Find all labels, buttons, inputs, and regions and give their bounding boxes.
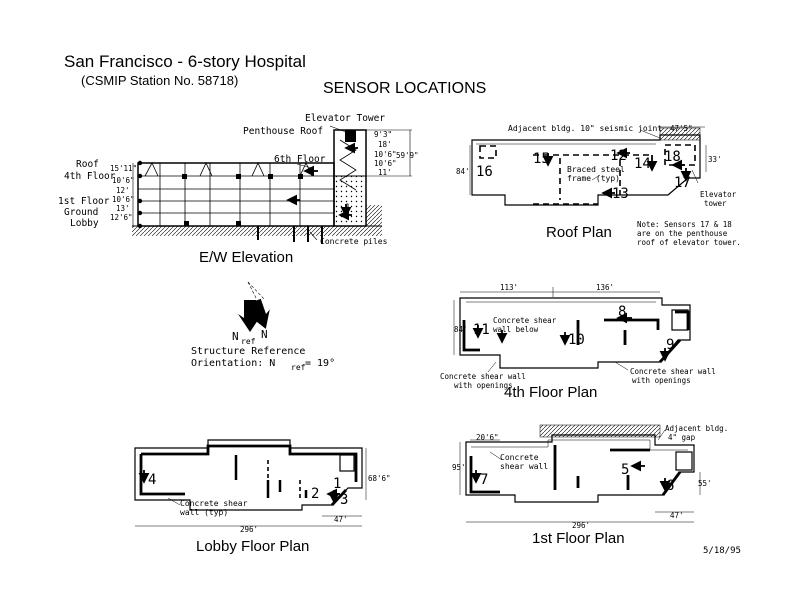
roof-plan-caption: Roof Plan xyxy=(546,224,612,241)
sensor-6: 6 xyxy=(666,478,674,494)
braced-frame-label-1: Braced steel xyxy=(567,165,625,174)
lobby-dim-bottom: 296' xyxy=(240,525,258,534)
fourth-dim-left: 84' xyxy=(454,325,468,334)
sensor-1: 1 xyxy=(333,476,341,492)
sensor-16: 16 xyxy=(476,164,493,180)
fourth-dim-113: 113' xyxy=(500,283,518,292)
lobby-shear-wall-1: Concrete shear xyxy=(180,499,248,508)
sensor-18: 18 xyxy=(664,149,681,165)
lobby-shear-wall-2: wall (typ) xyxy=(180,508,228,517)
roof-note-1: Note: Sensors 17 & 18 xyxy=(637,220,732,229)
concrete-piles-label: Concrete piles xyxy=(320,237,388,246)
roof-dim-right: 33' xyxy=(708,155,722,164)
ew-elevation: Elevator Tower Penthouse Roof 6th Floor … xyxy=(58,113,419,266)
dim-right-3: 10'6" xyxy=(374,150,397,159)
shear-wall-below-2: wall below xyxy=(493,325,539,334)
shear-wall-openings-right-1: Concrete shear wall xyxy=(630,367,716,376)
sensor-10: 10 xyxy=(568,332,585,348)
sensor-9: 9 xyxy=(666,337,674,353)
north-reference: N ref N Structure Reference Orientation:… xyxy=(191,281,335,372)
first-floor-caption: 1st Floor Plan xyxy=(532,530,625,547)
fourth-floor-caption: 4th Floor Plan xyxy=(504,384,597,401)
elevator-tower-label: Elevator Tower xyxy=(305,113,385,124)
orientation-sub: ref xyxy=(291,363,306,372)
shear-wall-openings-right-2: with openings xyxy=(632,376,691,385)
sensor-14: 14 xyxy=(634,156,651,172)
sensor-3: 3 xyxy=(340,492,348,508)
first-floor-label: 1st Floor xyxy=(58,196,110,207)
shear-wall-below-1: Concrete shear xyxy=(493,316,557,325)
dim-left-2: 10'6" xyxy=(112,176,135,185)
first-dim-small: 47' xyxy=(670,511,684,520)
lobby-floor-plan: Concrete shear wall (typ) 296' 68'6" 47'… xyxy=(134,439,391,555)
shear-wall-openings-1: Concrete shear wall xyxy=(440,372,526,381)
dim-right-5: 11' xyxy=(378,168,392,177)
sixth-floor-label: 6th Floor xyxy=(274,154,326,165)
penthouse-roof-label: Penthouse Roof xyxy=(243,126,323,137)
roof-elevator-tower-2: tower xyxy=(704,199,727,208)
fourth-floor-label: 4th Floor xyxy=(64,171,116,182)
n-ref-sub: ref xyxy=(241,337,256,346)
roof-note-3: roof of elevator tower. xyxy=(637,238,741,247)
sensor-13: 13 xyxy=(612,186,629,202)
sensor-4: 4 xyxy=(148,472,156,488)
roof-plan: Adjacent bldg. 10" seismic joint 47'5" 8… xyxy=(456,124,741,247)
dim-left-1: 15'11" xyxy=(110,164,137,173)
sensor-11: 11 xyxy=(473,322,490,338)
dim-left-3: 12' xyxy=(116,186,130,195)
first-floor-plan: Adjacent bldg. 4" gap 20'6" Concrete she… xyxy=(452,424,728,547)
date-label: 5/18/95 xyxy=(703,546,741,556)
page-title: San Francisco - 6-story Hospital xyxy=(64,52,306,71)
sensor-12: 12 xyxy=(610,148,627,164)
n-label: N xyxy=(261,328,268,341)
first-dim-right: 55' xyxy=(698,479,712,488)
sensor-2: 2 xyxy=(311,486,319,502)
adjacent-bldg-label: Adjacent bldg. xyxy=(665,424,728,433)
sensor-7: 7 xyxy=(480,472,488,488)
lobby-dim-right: 68'6" xyxy=(368,474,391,483)
sensor-5: 5 xyxy=(621,462,629,478)
seismic-joint-label: Adjacent bldg. 10" seismic joint xyxy=(508,124,662,133)
first-dim-bottom: 296' xyxy=(572,521,590,530)
roof-elevator-tower-1: Elevator xyxy=(700,190,737,199)
station-label: (CSMIP Station No. 58718) xyxy=(81,73,239,88)
first-shear-wall-2: shear wall xyxy=(500,462,548,471)
sensor-15: 15 xyxy=(533,151,550,167)
dim-left-5: 13' xyxy=(116,204,130,213)
gap-label: 4" gap xyxy=(668,433,696,442)
fourth-floor-plan: 113' 136' 84' Concrete shear wall below … xyxy=(440,283,716,401)
roof-dim-top: 47'5" xyxy=(670,124,693,133)
sensor-8: 8 xyxy=(618,304,626,320)
dim-right-2: 18' xyxy=(378,140,392,149)
braced-frame-label-2: frame (typ) xyxy=(567,174,620,183)
orientation-label-pre: Orientation: N xyxy=(191,358,275,369)
lobby-label: Lobby xyxy=(70,218,99,229)
ew-elevation-caption: E/W Elevation xyxy=(199,249,293,266)
lobby-dim-small: 47' xyxy=(334,515,348,524)
orientation-value: = 19° xyxy=(305,358,335,369)
sensor-17: 17 xyxy=(674,175,691,191)
fourth-dim-136: 136' xyxy=(596,283,614,292)
elev-sensor-1: 1 xyxy=(345,203,350,213)
shear-wall-openings-2: with openings xyxy=(454,381,513,390)
first-dim-top: 20'6" xyxy=(476,433,499,442)
first-dim-left: 95' xyxy=(452,463,466,472)
lobby-floor-caption: Lobby Floor Plan xyxy=(196,538,309,555)
structure-reference-label: Structure Reference xyxy=(191,346,305,357)
roof-label: Roof xyxy=(76,159,99,170)
dim-left-6: 12'6" xyxy=(110,213,133,222)
n-ref-label: N xyxy=(232,330,239,343)
first-shear-wall-1: Concrete xyxy=(500,453,539,462)
ground-label: Ground xyxy=(64,207,98,218)
dim-total-height: 59'9" xyxy=(396,151,419,160)
roof-note-2: are on the penthouse xyxy=(637,229,728,238)
dim-right-1: 9'3" xyxy=(374,130,392,139)
dim-left-4: 10'6" xyxy=(112,195,135,204)
dim-right-4: 10'6" xyxy=(374,159,397,168)
sensor-locations-heading: SENSOR LOCATIONS xyxy=(323,80,487,97)
roof-dim-left: 84' xyxy=(456,167,470,176)
